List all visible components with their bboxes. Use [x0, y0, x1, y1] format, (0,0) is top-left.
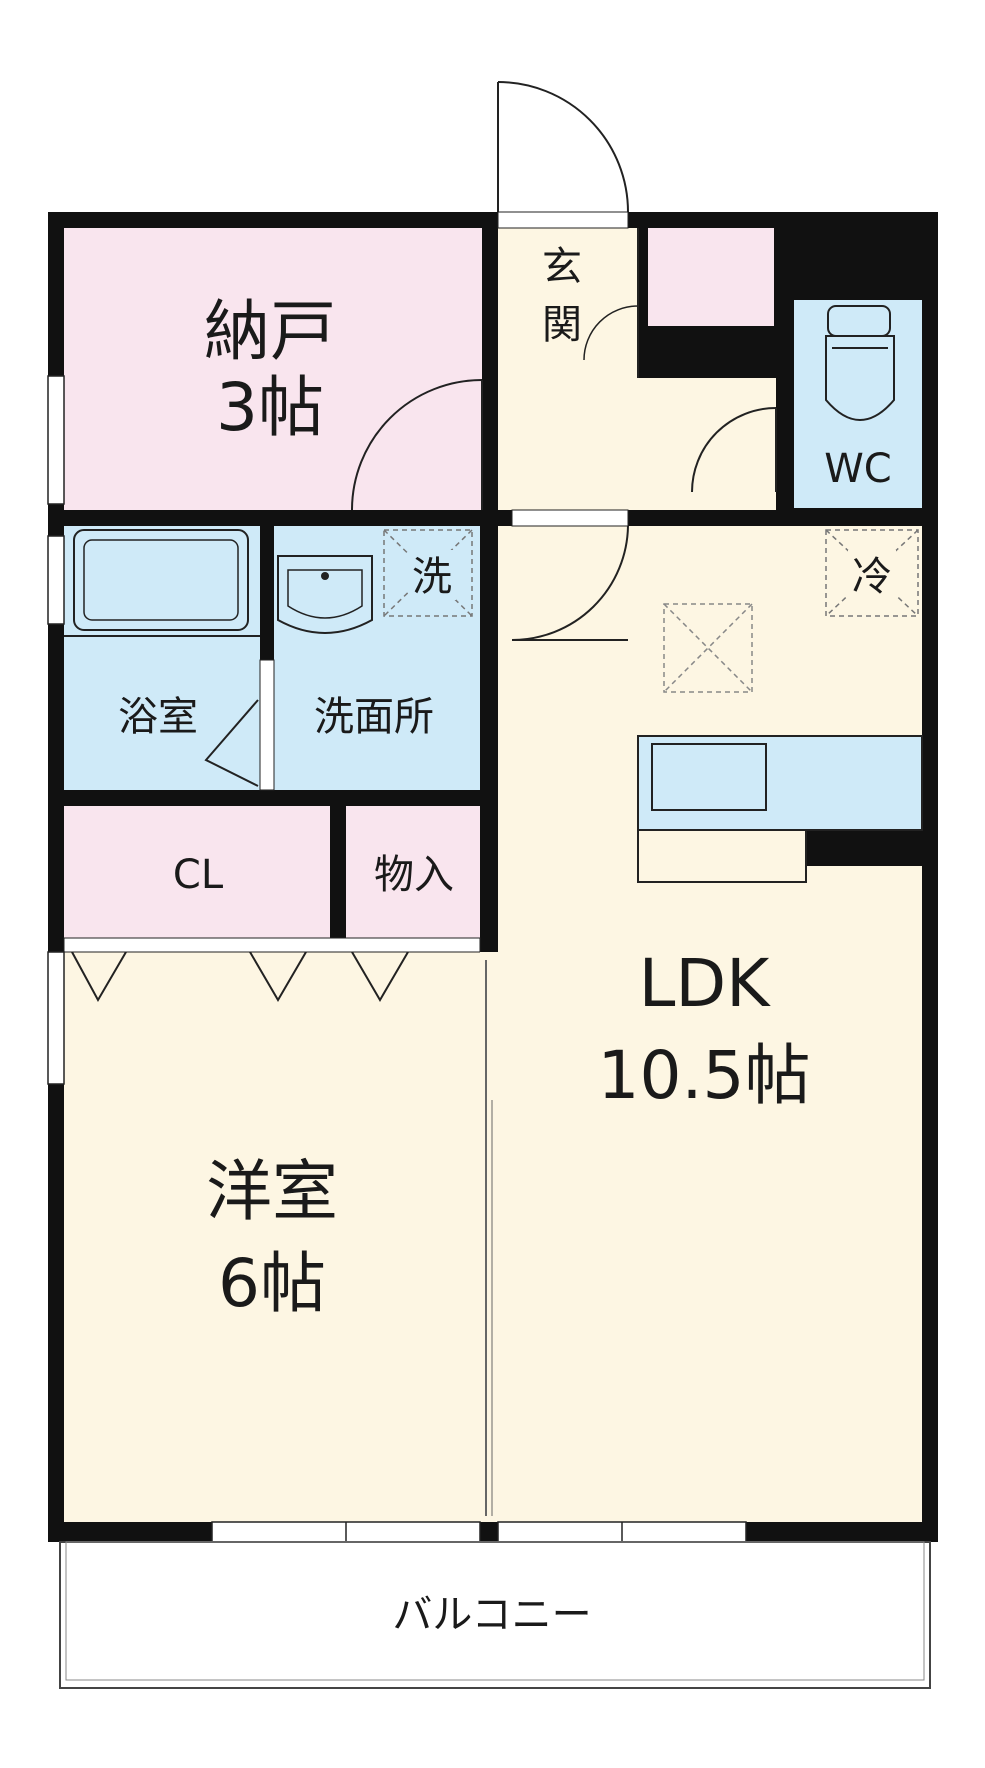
western-room	[64, 952, 480, 1522]
closet-door-track	[63, 937, 481, 953]
entrance-shoebox	[648, 228, 774, 326]
wc-label: WC	[824, 446, 891, 492]
closet	[64, 806, 330, 938]
fridge-mark: 冷	[852, 554, 892, 600]
storage-room	[64, 228, 482, 510]
washer-space	[383, 529, 473, 617]
entrance-area	[498, 228, 638, 378]
ldk-room	[498, 526, 922, 1522]
storeroom-label: 物入	[374, 852, 454, 898]
entrance-door-gap	[497, 211, 629, 229]
closet-label: CL	[173, 852, 224, 898]
bath-door-gap	[259, 659, 275, 791]
kitchen-cabinet	[637, 829, 807, 883]
wash-basin-bowl	[287, 569, 363, 619]
storeroom	[346, 806, 480, 938]
sliding-partition	[480, 952, 498, 1522]
ldk-size: 10.5帖	[598, 1037, 811, 1114]
door-swings	[204, 81, 777, 787]
faucet-icon	[321, 572, 329, 580]
entrance-label-bottom: 関	[542, 302, 582, 348]
entrance-step-arc	[583, 305, 639, 361]
balcony-label: バルコニー	[392, 1592, 591, 1638]
toilet-icon	[825, 305, 895, 421]
closet-folding-doors	[71, 951, 409, 1003]
balcony	[59, 1541, 931, 1689]
storage-room-size: 3帖	[216, 369, 324, 446]
fridge-space	[825, 529, 919, 617]
western-room-size: 6帖	[218, 1245, 326, 1322]
bathtub-inner	[83, 539, 239, 621]
entrance-label-top: 玄	[542, 244, 582, 290]
ldk-label: LDK	[639, 945, 772, 1022]
ceiling-hatch	[663, 603, 753, 693]
ldk-door-gap	[511, 509, 629, 527]
balcony-inner	[65, 1541, 925, 1681]
fridge-label-bg	[848, 550, 896, 600]
washroom-label: 洗面所	[314, 694, 434, 740]
western-room-label: 洋室	[206, 1153, 338, 1230]
storage-room-label: 納戸	[204, 293, 336, 370]
kitchen-sink	[651, 743, 767, 811]
washer-mark: 洗	[412, 554, 452, 600]
ldk-wall-notch	[806, 830, 936, 866]
hallway	[498, 378, 776, 510]
washer-label-bg	[408, 550, 456, 600]
bath-label: 浴室	[118, 694, 198, 740]
